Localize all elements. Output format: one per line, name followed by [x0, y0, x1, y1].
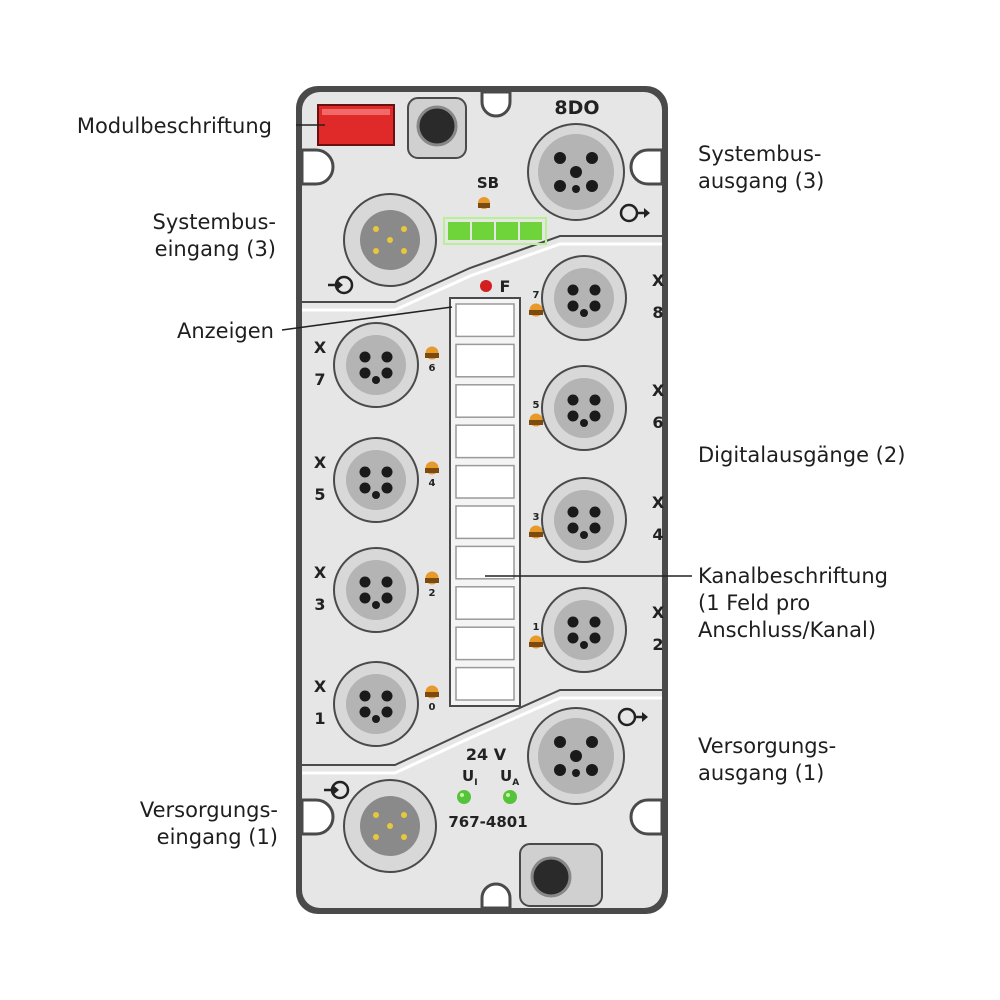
channel-label-field	[455, 666, 515, 701]
systembus-input-connector	[343, 193, 437, 287]
port-number: 8	[652, 303, 663, 322]
callout-systembus-eingang: Systembus- eingang (3)	[152, 210, 276, 261]
port-letter: X	[652, 381, 665, 400]
port-number: 3	[314, 595, 325, 614]
port-letter: X	[652, 271, 665, 290]
channel-status-led	[425, 685, 439, 699]
digital-output-port: X 8 7	[529, 255, 665, 341]
port-number: 2	[652, 635, 663, 654]
channel-number: 3	[533, 512, 540, 523]
ui-supply-led	[457, 790, 471, 804]
channel-number: 4	[429, 478, 436, 489]
channel-label-field	[455, 505, 515, 540]
channel-status-led	[529, 303, 543, 317]
port-letter: X	[314, 563, 327, 582]
callout-modulbeschriftung: Modulbeschriftung	[76, 114, 272, 138]
channel-number: 7	[533, 290, 540, 301]
ua-supply-led	[503, 790, 517, 804]
voltage-label: 24 V	[466, 745, 507, 764]
input-direction-icon	[328, 275, 354, 295]
channel-label-field	[455, 384, 515, 418]
port-letter: X	[652, 493, 665, 512]
ua-label: UA	[500, 767, 519, 788]
channel-label-field	[455, 303, 515, 338]
channel-label-field	[455, 464, 515, 499]
channel-number: 0	[429, 702, 436, 713]
digital-output-port: X 4 3	[529, 477, 665, 563]
fault-label: F	[500, 277, 511, 296]
module-label-plate	[317, 104, 395, 146]
port-number: 6	[652, 413, 663, 432]
wago-logo	[443, 217, 547, 245]
channel-status-led	[529, 635, 543, 649]
channel-status-led	[425, 571, 439, 585]
port-letter: X	[314, 338, 327, 357]
callout-digitalausgaenge: Digitalausgänge (2)	[698, 443, 906, 467]
digital-output-port: X 2 1	[529, 587, 665, 673]
channel-label-field	[455, 545, 515, 580]
digital-output-port: X 5 4	[314, 437, 439, 523]
digital-output-port: X 7 6	[314, 322, 439, 408]
supply-input-direction-icon	[324, 780, 350, 800]
output-direction-icon	[619, 203, 650, 223]
channel-number: 6	[429, 363, 436, 374]
port-number: 7	[314, 370, 325, 389]
port-letter: X	[652, 603, 665, 622]
digital-output-port: X 6 5	[529, 365, 665, 451]
callout-versorgungs-ausgang: Versorgungs- ausgang (1)	[698, 734, 837, 785]
channel-status-led	[529, 525, 543, 539]
bottom-mounting-screw	[519, 843, 603, 907]
supply-output-connector	[527, 707, 625, 805]
channel-number: 2	[429, 588, 436, 599]
channel-label-field	[455, 343, 515, 378]
article-number: 767-4801	[448, 813, 527, 831]
digital-output-port: X 3 2	[314, 547, 439, 633]
channel-status-led	[425, 461, 439, 475]
channel-status-led	[425, 346, 439, 360]
callout-versorgungs-eingang: Versorgungs- eingang (1)	[139, 798, 278, 849]
channel-number: 5	[533, 400, 540, 411]
supply-output-direction-icon	[617, 707, 648, 727]
module-type-label: 8DO	[554, 97, 599, 119]
ui-label: UI	[462, 767, 478, 788]
channel-label-field	[455, 424, 515, 459]
top-mounting-screw	[407, 97, 467, 159]
channel-number: 1	[533, 622, 540, 633]
channel-label-field	[455, 586, 515, 620]
channel-status-led	[529, 413, 543, 427]
callout-kanalbeschriftung: Kanalbeschriftung (1 Feld pro Anschluss/…	[698, 564, 889, 642]
callout-anzeigen: Anzeigen	[176, 319, 274, 343]
fault-led	[480, 280, 492, 292]
channel-label-field	[455, 626, 515, 661]
port-letter: X	[314, 453, 327, 472]
port-number: 1	[314, 709, 325, 728]
port-number: 5	[314, 485, 325, 504]
callout-systembus-ausgang: Systembus- ausgang (3)	[698, 142, 825, 193]
supply-input-connector	[343, 779, 437, 873]
systembus-output-connector	[527, 123, 625, 221]
bus-status-led	[478, 197, 490, 209]
bus-status-label: SB	[477, 174, 499, 192]
leader-anzeigen	[281, 306, 453, 331]
port-letter: X	[314, 677, 327, 696]
digital-output-port: X 1 0	[314, 661, 439, 747]
port-number: 4	[652, 525, 663, 544]
